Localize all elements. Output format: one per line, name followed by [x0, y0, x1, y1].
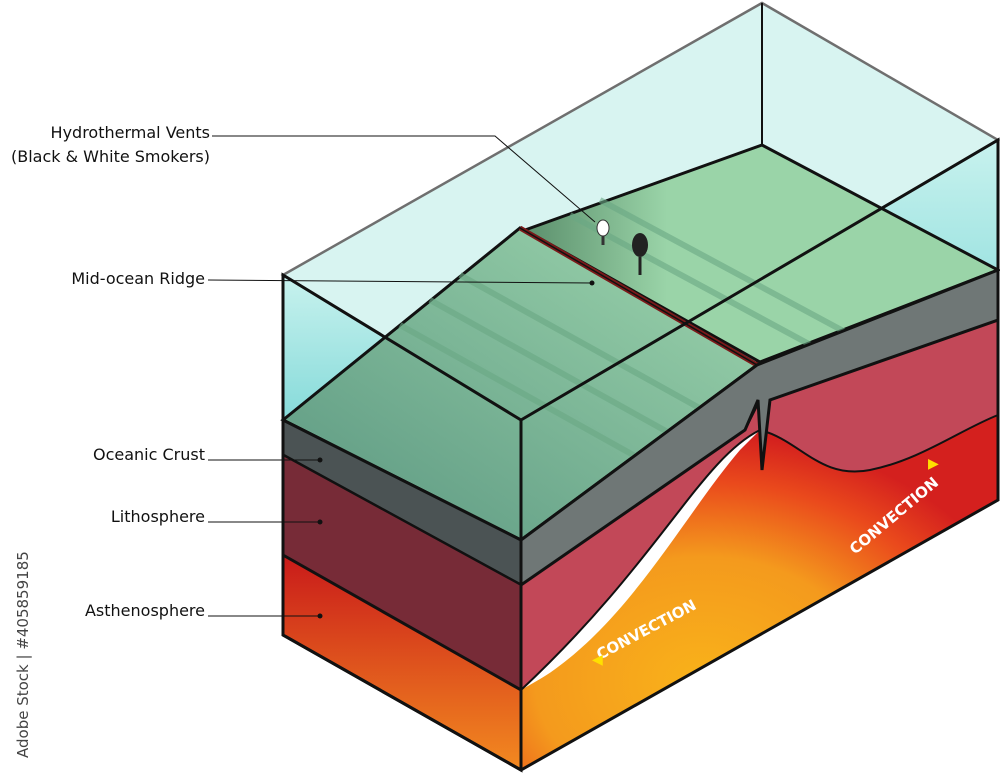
leader-ridge — [207, 279, 593, 284]
label-ridge: Mid-ocean Ridge — [71, 269, 205, 288]
crust-right — [519, 267, 1000, 588]
watermark: Adobe Stock | #405859185 — [14, 551, 32, 758]
white-smoker-icon — [596, 219, 610, 237]
convection-arrow-right-icon: ▶ — [928, 455, 939, 471]
label-crust: Oceanic Crust — [93, 445, 205, 464]
label-vents-line2: (Black & White Smokers) — [11, 147, 210, 166]
label-asthenosphere: Asthenosphere — [85, 601, 205, 620]
convection-arrow-left-icon: ◀ — [592, 651, 603, 667]
asthenosphere-right-upper — [521, 415, 998, 770]
lithosphere-right — [520, 318, 999, 693]
leader-vents — [212, 135, 596, 223]
label-vents-line1: Hydrothermal Vents — [51, 123, 210, 142]
black-smoker-icon — [632, 233, 648, 257]
ridge-ripples — [398, 197, 862, 473]
label-lithosphere: Lithosphere — [111, 507, 205, 526]
